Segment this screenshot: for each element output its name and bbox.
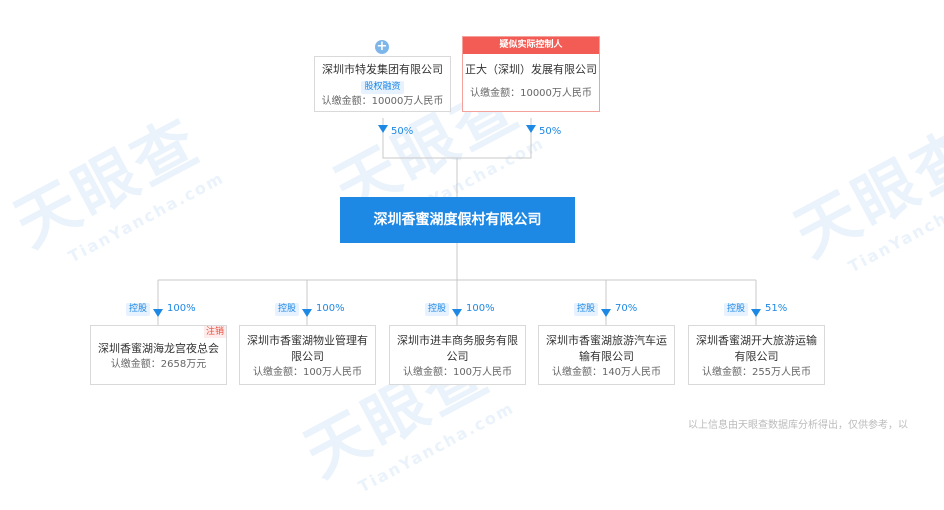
actual-controller-header: 疑似实际控制人 xyxy=(463,37,599,54)
subsidiary-card[interactable]: 注销 深圳香蜜湖海龙宫夜总会 认缴金额：2658万元 xyxy=(90,325,227,385)
expand-plus-icon[interactable]: + xyxy=(375,39,389,54)
subsidiary-capital: 认缴金额：255万人民币 xyxy=(701,367,812,378)
subsidiary-card[interactable]: 深圳香蜜湖开大旅游运输有限公司 认缴金额：255万人民币 xyxy=(688,325,825,385)
control-tag: 控股 xyxy=(574,303,599,316)
subsidiary-capital: 认缴金额：100万人民币 xyxy=(402,367,513,378)
control-tag: 控股 xyxy=(126,303,151,316)
share-percent: 100% xyxy=(316,303,345,314)
subsidiary-capital: 认缴金额：140万人民币 xyxy=(551,367,662,378)
subsidiary-name: 深圳市香蜜湖物业管理有限公司 xyxy=(247,334,368,363)
subsidiary-card[interactable]: 深圳市香蜜湖物业管理有限公司 认缴金额：100万人民币 xyxy=(239,325,376,385)
subsidiary-card[interactable]: 深圳市进丰商务服务有限公司 认缴金额：100万人民币 xyxy=(389,325,526,385)
subsidiary-name: 深圳市香蜜湖旅游汽车运输有限公司 xyxy=(546,334,667,363)
subsidiary-capital: 认缴金额：100万人民币 xyxy=(252,367,363,378)
share-percent: 50% xyxy=(391,126,414,137)
share-percent: 100% xyxy=(167,303,196,314)
connector-lines xyxy=(153,118,761,325)
control-tag: 控股 xyxy=(275,303,300,316)
shareholder-capital: 认缴金额：10000万人民币 xyxy=(470,88,592,99)
shareholder-name: 深圳市特发集团有限公司 xyxy=(322,63,443,76)
shareholder-card[interactable]: 深圳市特发集团有限公司 股权融资 认缴金额：10000万人民币 xyxy=(314,56,451,112)
subsidiary-name: 深圳香蜜湖海龙宫夜总会 xyxy=(98,342,219,355)
shareholder-card[interactable]: 疑似实际控制人 正大（深圳）发展有限公司 认缴金额：10000万人民币 xyxy=(462,36,600,112)
share-percent: 70% xyxy=(615,303,638,314)
disclaimer-text: 以上信息由天眼查数据库分析得出，仅供参考，以 xyxy=(688,420,908,431)
subsidiary-name: 深圳香蜜湖开大旅游运输有限公司 xyxy=(696,334,817,363)
control-tag: 控股 xyxy=(724,303,749,316)
financing-tag[interactable]: 股权融资 xyxy=(361,81,404,94)
control-tag: 控股 xyxy=(425,303,450,316)
share-percent: 100% xyxy=(466,303,495,314)
shareholder-name: 正大（深圳）发展有限公司 xyxy=(465,63,597,76)
target-company[interactable]: 深圳香蜜湖度假村有限公司 xyxy=(340,197,575,243)
subsidiary-capital: 认缴金额：2658万元 xyxy=(110,359,207,370)
share-percent: 51% xyxy=(765,303,788,314)
share-percent: 50% xyxy=(539,126,562,137)
status-badge: 注销 xyxy=(203,326,226,338)
subsidiary-card[interactable]: 深圳市香蜜湖旅游汽车运输有限公司 认缴金额：140万人民币 xyxy=(538,325,675,385)
shareholder-capital: 认缴金额：10000万人民币 xyxy=(321,96,444,107)
subsidiary-name: 深圳市进丰商务服务有限公司 xyxy=(397,334,518,363)
